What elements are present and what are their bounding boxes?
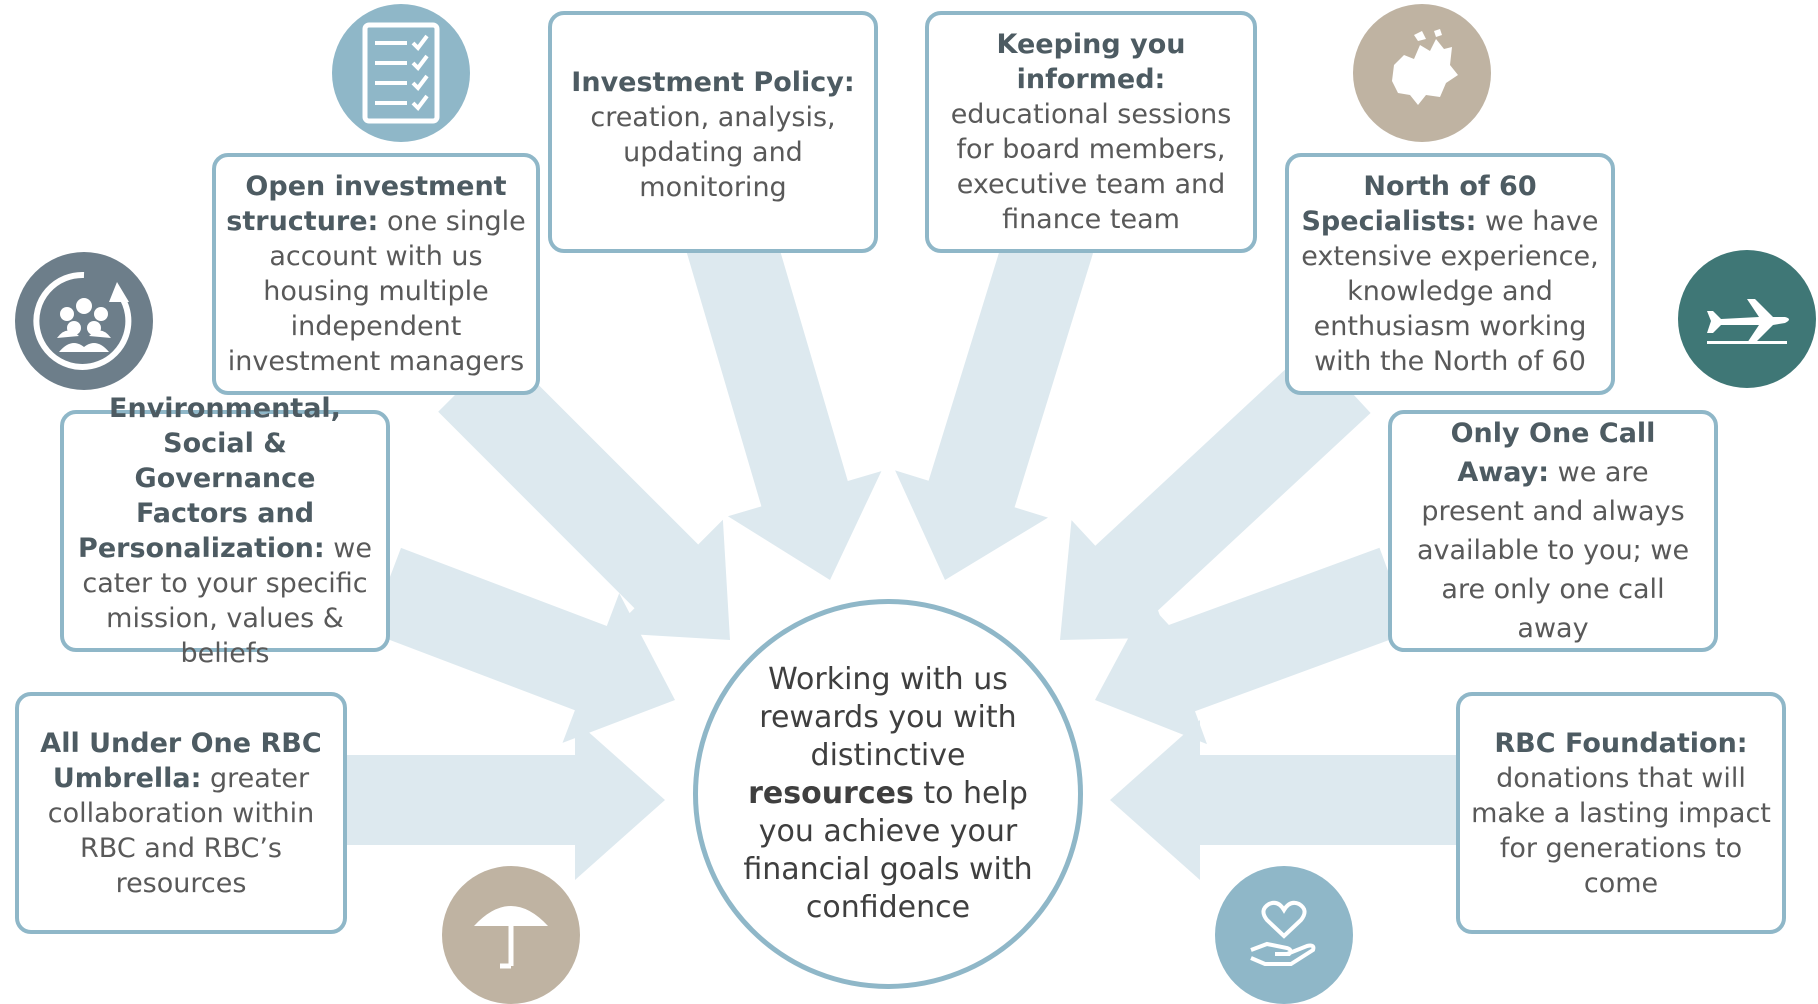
center-line-5: you achieve your [758, 814, 1018, 849]
box-keeping-informed: Keeping you informed: educational sessio… [925, 11, 1257, 253]
center-line-3: distinctive [810, 738, 966, 773]
arrow-one-call [1095, 547, 1411, 745]
box-foundation: RBC Foundation: donations that will make… [1456, 692, 1786, 934]
arrow-investment-policy [686, 227, 882, 581]
box-keeping-informed-text: educational sessions for board members, … [950, 99, 1232, 235]
airplane-icon [1678, 250, 1816, 388]
box-open-investment-text: one single account with us housing multi… [227, 206, 526, 377]
arrow-foundation [1110, 720, 1460, 880]
center-line-1: Working with us [768, 662, 1008, 697]
checklist-icon [332, 4, 470, 142]
arrow-north-of-60 [1060, 347, 1371, 640]
airplane-graphic [1707, 299, 1789, 344]
umbrella-icon [442, 866, 580, 1004]
arrow-keeping-informed [895, 226, 1093, 580]
center-line-7: confidence [805, 890, 971, 925]
box-foundation-title: RBC Foundation: [1494, 727, 1748, 759]
box-foundation-text: donations that will make a lasting impac… [1471, 762, 1771, 899]
arrow-esg [369, 547, 675, 743]
heart-hand-graphic [1250, 900, 1316, 966]
arrow-open-investment [438, 348, 730, 640]
box-one-call: Only One Call Away: we are present and a… [1388, 410, 1718, 652]
center-circle: Working with us rewards you with distinc… [693, 599, 1083, 989]
box-investment-policy-text: creation, analysis, updating and monitor… [590, 102, 836, 203]
center-bold-resources: resources [748, 776, 914, 811]
box-one-call-text: we are present and always available to y… [1416, 457, 1690, 644]
center-line-6: financial goals with [743, 852, 1033, 887]
box-north-of-60-text: we have extensive experience, knowledge … [1301, 206, 1599, 377]
box-open-investment: Open investment structure: one single ac… [212, 153, 540, 395]
box-esg-text: we cater to your specific mission, value… [82, 533, 372, 669]
arrow-one-rbc [345, 720, 665, 880]
box-esg: Environmental, Social & Governance Facto… [60, 393, 390, 669]
box-one-rbc: All Under One RBC Umbrella: greater coll… [15, 692, 347, 934]
box-esg-title: Environmental, Social & Governance Facto… [78, 393, 341, 564]
people-cycle-graphic [33, 271, 132, 370]
north-map-graphic [1392, 29, 1458, 105]
box-investment-policy-title: Investment Policy: [571, 67, 855, 98]
box-open-investment-title: Open investment structure: [226, 171, 507, 237]
north-map-icon [1353, 4, 1491, 142]
box-investment-policy: Investment Policy: creation, analysis, u… [548, 11, 878, 253]
box-north-of-60: North of 60 Specialists: we have extensi… [1285, 153, 1615, 395]
box-north-of-60-title: North of 60 Specialists: [1301, 171, 1537, 237]
people-cycle-icon [15, 252, 153, 390]
umbrella-graphic [474, 906, 548, 969]
box-one-rbc-text: greater collaboration within RBC and RBC… [47, 762, 315, 899]
box-keeping-informed-title: Keeping you informed: [996, 29, 1186, 95]
box-one-rbc-title: All Under One RBC Umbrella: [40, 727, 322, 794]
box-one-call-title: Only One Call Away: [1450, 418, 1656, 488]
heart-hand-icon [1215, 866, 1353, 1004]
center-line-4: to help [913, 776, 1028, 811]
checklist-graphic [362, 22, 440, 124]
center-line-2: rewards you with [759, 700, 1017, 735]
